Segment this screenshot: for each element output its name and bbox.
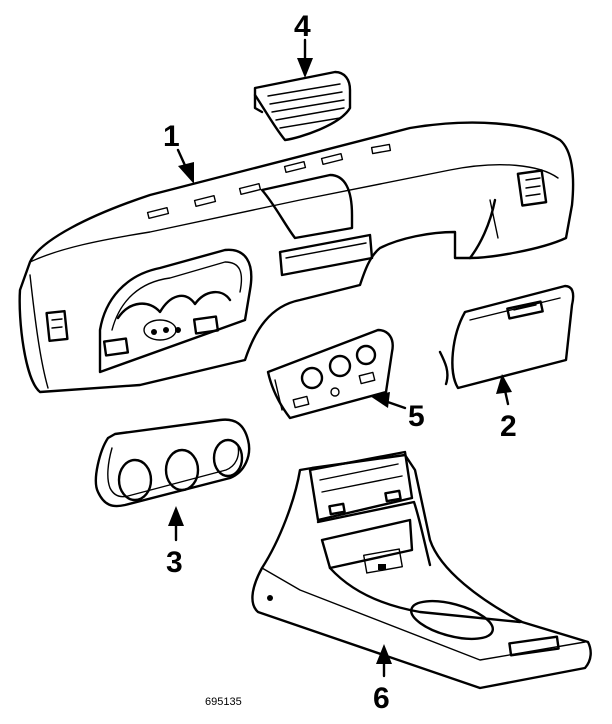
part-1-instrument-panel [18, 121, 575, 394]
callout-5: 5 [408, 400, 425, 433]
diagram-part-number: 695135 [205, 696, 242, 708]
part-4-vent-grille [253, 70, 352, 142]
leader-arrows [168, 38, 512, 678]
part-2-glove-box-door [438, 284, 575, 390]
part-3-gauge-bezel [94, 418, 251, 508]
callout-3: 3 [166, 546, 183, 579]
callout-6: 6 [373, 682, 390, 715]
callout-1: 1 [163, 120, 180, 153]
callout-4: 4 [294, 10, 311, 43]
part-5-control-bezel [266, 328, 394, 420]
callout-2: 2 [500, 410, 517, 443]
part-6-floor-console [251, 450, 592, 690]
